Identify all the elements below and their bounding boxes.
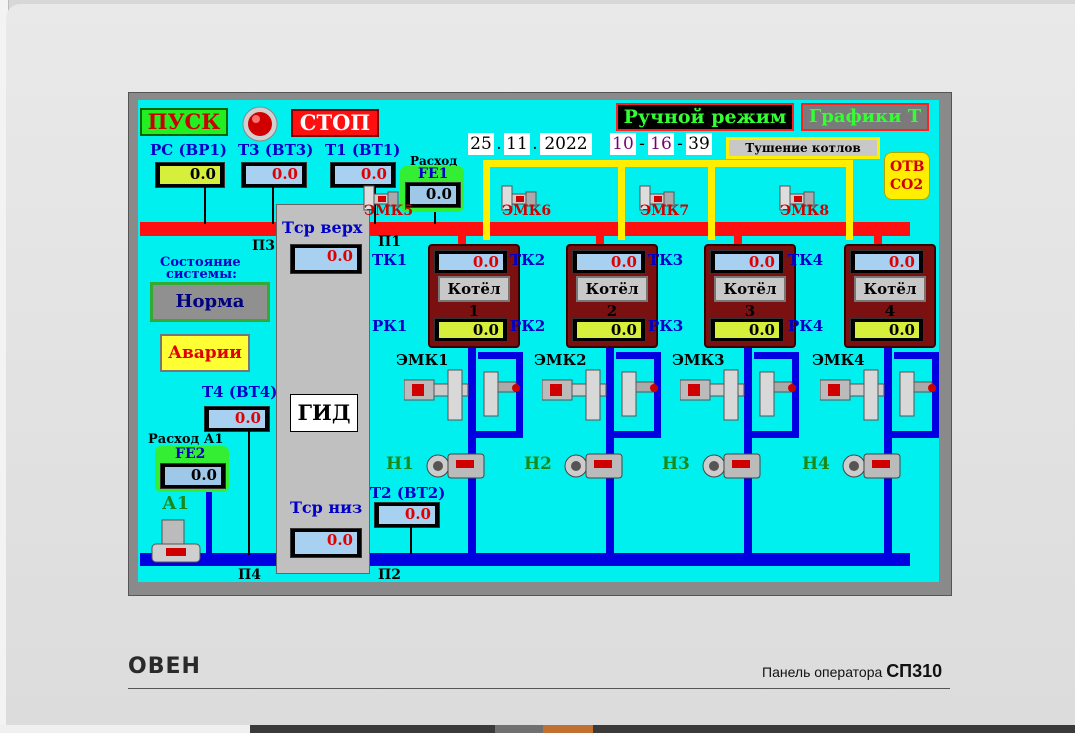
pump-n3-icon bbox=[702, 453, 761, 479]
t2-value: 0.0 bbox=[374, 502, 440, 528]
boiler-2-button[interactable]: Котёл 2 bbox=[576, 276, 648, 320]
valve-emk2-icon bbox=[542, 369, 658, 421]
flow-a1-label: Расход А1 bbox=[148, 432, 224, 447]
a1-label: А1 bbox=[162, 493, 190, 514]
start-button[interactable]: ПУСК bbox=[140, 108, 228, 136]
boiler-2: 0.0 Котёл 2 0.0 bbox=[566, 244, 658, 348]
p2-label: П2 bbox=[378, 567, 401, 582]
return-pipe bbox=[140, 553, 910, 566]
emk3-label: ЭМК3 bbox=[672, 351, 725, 369]
boiler-1: 0.0 Котёл 1 0.0 bbox=[428, 244, 520, 348]
pump-n1-icon bbox=[426, 453, 485, 479]
emk-top-3-label: ЭМК7 bbox=[640, 203, 690, 219]
stop-button[interactable]: СТОП bbox=[291, 109, 379, 137]
boiler-4: 0.0 Котёл 4 0.0 bbox=[844, 244, 936, 348]
otv-co2-indicator: ОТВ СО2 bbox=[884, 152, 930, 200]
flow-label: Расход bbox=[410, 154, 458, 168]
graphs-button[interactable]: Графики Т bbox=[801, 103, 929, 131]
t1-label: T1 (BT1) bbox=[325, 141, 401, 159]
emk4-label: ЭМК4 bbox=[812, 351, 865, 369]
pump-n1-label: Н1 bbox=[386, 454, 414, 474]
pump-n2-label: Н2 bbox=[524, 454, 552, 474]
valve-emk4-icon bbox=[820, 369, 936, 421]
emk-top-2-label: ЭМК6 bbox=[502, 203, 552, 219]
emk-top-1-label: ЭМК5 bbox=[364, 203, 414, 219]
tsr-top-value: 0.0 bbox=[290, 244, 362, 274]
state-label: Состояние bbox=[160, 255, 241, 270]
boiler-3-button[interactable]: Котёл 3 bbox=[714, 276, 786, 320]
rk2-label: РК2 bbox=[510, 317, 546, 335]
fe2-flowmeter: FE2 0.0 bbox=[155, 446, 229, 492]
bezel-divider bbox=[128, 688, 950, 689]
valve-top-4-icon bbox=[779, 185, 815, 211]
boiler-1-button[interactable]: Котёл 1 bbox=[438, 276, 510, 320]
t4-label: T4 (BT4) bbox=[202, 383, 278, 401]
tk3-label: ТК3 bbox=[648, 251, 684, 269]
rk4-label: РК4 bbox=[788, 317, 824, 335]
p1-label: П1 bbox=[378, 234, 401, 250]
tk4-label: ТК4 bbox=[788, 251, 824, 269]
p4-label: П4 bbox=[238, 567, 261, 582]
pump-n2-icon bbox=[564, 453, 623, 479]
tsr-top-label: Тср верх bbox=[282, 218, 363, 237]
t3-value: 0.0 bbox=[241, 162, 307, 188]
emk2-label: ЭМК2 bbox=[534, 351, 587, 369]
pc-value: 0.0 bbox=[155, 162, 225, 188]
manual-mode-button[interactable]: Ручной режим bbox=[616, 103, 794, 131]
t2-label: T2 (BT2) bbox=[370, 484, 446, 502]
extinguish-boilers-button[interactable]: Тушение котлов bbox=[726, 137, 880, 159]
supply-pipe bbox=[140, 222, 910, 236]
valve-top-1-icon bbox=[363, 185, 399, 211]
valve-emk3-icon bbox=[680, 369, 796, 421]
status-norm: Норма bbox=[150, 282, 270, 322]
emk-top-4-label: ЭМК8 bbox=[780, 203, 830, 219]
alarms-button[interactable]: Аварии bbox=[160, 334, 250, 372]
boiler-4-button[interactable]: Котёл 4 bbox=[854, 276, 926, 320]
pump-n4-label: Н4 bbox=[802, 454, 830, 474]
rk1-label: РК1 bbox=[372, 317, 408, 335]
valve-top-2-icon bbox=[501, 185, 537, 211]
tk2-label: ТК2 bbox=[510, 251, 546, 269]
rk3-label: РК3 bbox=[648, 317, 684, 335]
system-label: системы: bbox=[166, 267, 237, 282]
valve-top-3-icon bbox=[639, 185, 675, 211]
tsr-bottom-value: 0.0 bbox=[290, 528, 362, 558]
t3-label: T3 (BT3) bbox=[238, 141, 314, 159]
t1-value: 0.0 bbox=[330, 162, 396, 188]
hmi-screen: ПУСК СТОП Ручной режим Графики Т 25 . 11… bbox=[138, 100, 939, 582]
pc-label: PC (BP1) bbox=[150, 141, 228, 159]
tsr-bottom-label: Тср низ bbox=[290, 498, 363, 517]
panel-label: Панель оператора СП310 bbox=[762, 661, 943, 681]
pump-a1-icon bbox=[151, 519, 201, 563]
pump-n3-label: Н3 bbox=[662, 454, 690, 474]
gid-label: ГИД bbox=[290, 394, 358, 432]
valve-emk1-icon bbox=[404, 369, 520, 421]
p3-label: П3 bbox=[252, 238, 275, 254]
t4-value: 0.0 bbox=[204, 406, 270, 432]
obeh-logo: OBEH bbox=[128, 654, 201, 679]
tk1-label: ТК1 bbox=[372, 251, 408, 269]
alarm-lamp-icon bbox=[242, 106, 278, 142]
gas-pipe-top bbox=[483, 160, 853, 167]
emk1-label: ЭМК1 bbox=[396, 351, 449, 369]
taskbar bbox=[0, 725, 1075, 733]
boiler-3: 0.0 Котёл 3 0.0 bbox=[704, 244, 796, 348]
fe1-flowmeter: FE1 0.0 bbox=[400, 166, 464, 212]
pump-n4-icon bbox=[842, 453, 901, 479]
